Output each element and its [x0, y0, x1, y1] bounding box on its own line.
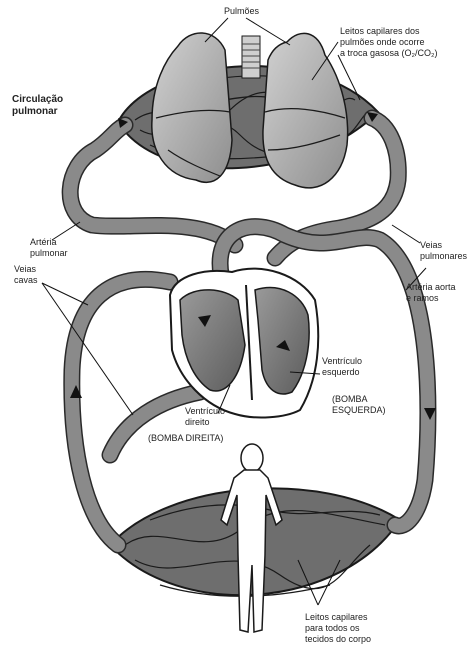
left-lung	[152, 33, 232, 182]
label-pulmonary-artery: Artéria pulmonar	[30, 237, 68, 259]
label-aorta: Artéria aorta e ramos	[406, 282, 474, 304]
trachea	[242, 36, 260, 78]
label-capillary-body: Leitos capilares para todos os tecidos d…	[305, 612, 371, 645]
label-lungs: Pulmões	[224, 6, 259, 17]
label-left-pump: (BOMBA ESQUERDA)	[332, 394, 386, 416]
label-vena-cava: Veias cavas	[14, 264, 38, 286]
label-pulmonary-circulation: Circulação pulmonar	[12, 94, 63, 118]
label-left-ventricle: Ventrículo esquerdo	[322, 356, 362, 378]
label-capillary-lungs: Leitos capilares dos pulmões onde ocorre…	[340, 26, 470, 59]
label-right-ventricle: Ventrículo direito	[185, 406, 225, 428]
label-right-pump: (BOMBA DIREITA)	[148, 433, 223, 444]
label-pulmonary-veins: Veias pulmonares	[420, 240, 474, 262]
right-lung	[263, 33, 348, 188]
